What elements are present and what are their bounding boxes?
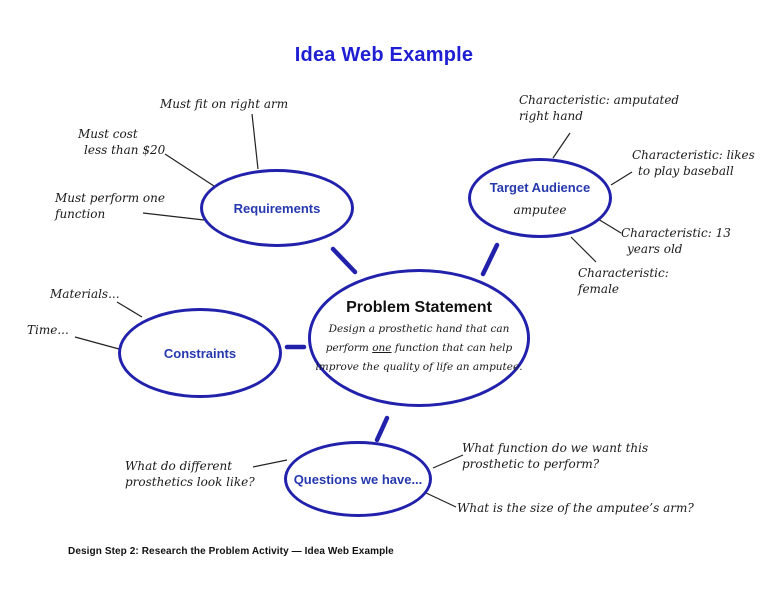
node-requirements: Requirements — [200, 169, 354, 247]
leader-must-fit — [251, 113, 259, 170]
annotation-char-female: Characteristic: female — [578, 266, 669, 296]
footer-caption: Design Step 2: Research the Problem Acti… — [68, 546, 394, 557]
problem-text-line2: perform one function that can help — [325, 342, 513, 354]
connector-problem-questions — [374, 415, 390, 443]
node-requirements-label: Requirements — [233, 200, 321, 216]
node-constraints: Constraints — [118, 308, 282, 398]
node-problem-statement-label: Problem Statement — [346, 299, 492, 316]
leader-materials — [116, 301, 143, 318]
connector-requirements-problem — [330, 246, 358, 275]
annotation-what-function: What function do we want this prosthetic… — [462, 441, 649, 471]
connector-target-audience-problem — [480, 242, 500, 277]
page-title: Idea Web Example — [294, 44, 474, 66]
node-questions: Questions we have... — [284, 441, 432, 517]
annotation-must-perform: Must perform one function — [55, 191, 165, 221]
node-target-audience: Target Audience amputee — [468, 158, 612, 238]
node-target-audience-label: Target Audience — [489, 179, 591, 195]
annotation-must-cost: Must cost less than $20 — [78, 127, 166, 157]
leader-char-female — [570, 236, 597, 263]
leader-char-baseball — [610, 171, 633, 186]
annotation-time: Time... — [27, 323, 69, 337]
leader-must-cost — [164, 153, 218, 189]
annotation-materials: Materials... — [50, 287, 120, 301]
node-questions-label: Questions we have... — [293, 471, 423, 487]
annotation-char-amputated: Characteristic: amputated right hand — [519, 93, 680, 123]
node-problem-statement: Problem Statement Design a prosthetic ha… — [308, 269, 530, 407]
leader-char-amputated — [552, 132, 571, 159]
annotation-must-fit: Must fit on right arm — [160, 97, 289, 111]
leader-time — [74, 336, 120, 350]
node-target-audience-sublabel: amputee — [513, 202, 567, 217]
annotation-what-size: What is the size of the amputee’s arm? — [457, 501, 694, 515]
problem-text-line3: improve the quality of life an amputee. — [315, 361, 523, 373]
annotation-what-do-prosthetics: What do different prosthetics look like? — [125, 459, 255, 489]
leader-what-size — [423, 491, 457, 508]
underlined-word: one — [372, 342, 392, 354]
node-problem-statement-text: Design a prosthetic hand that can perfor… — [315, 320, 522, 377]
leader-what-function — [432, 454, 464, 469]
leader-what-do-prosthetics — [252, 459, 288, 468]
annotation-char-age: Characteristic: 13 years old — [621, 226, 731, 256]
problem-text-line1: Design a prosthetic hand that can — [328, 323, 510, 335]
leader-char-age — [597, 218, 622, 234]
annotation-char-baseball: Characteristic: likes to play baseball — [632, 148, 755, 178]
node-constraints-label: Constraints — [163, 345, 237, 361]
